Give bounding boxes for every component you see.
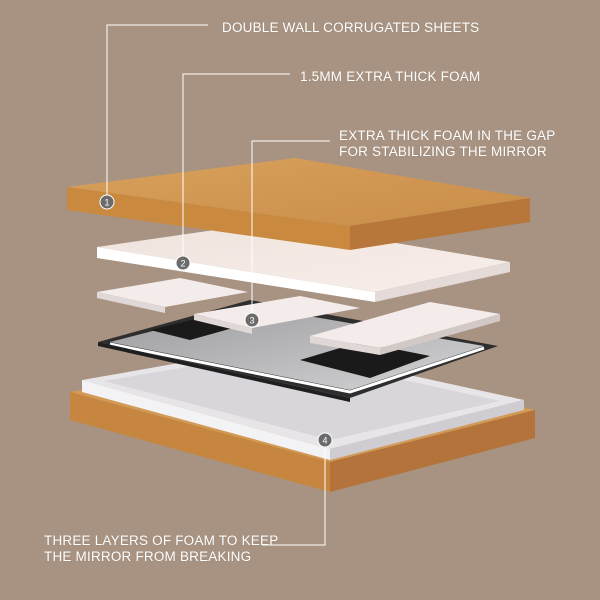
- leader-line-4: [262, 440, 326, 546]
- callout-label-3-line-1: EXTRA THICK FOAM IN THE GAP: [339, 128, 556, 143]
- top-cardboard-sheet: [67, 158, 530, 250]
- callout-label-2-line-1: 1.5MM EXTRA THICK FOAM: [300, 69, 481, 84]
- gap-foam-pieces: [97, 278, 500, 355]
- thick-foam-sheet: [97, 222, 510, 302]
- leader-line-2: [182, 73, 290, 263]
- foam-tray-layer: [82, 346, 524, 460]
- callout-number-1: 1: [104, 198, 109, 208]
- callout-badge-3: 3: [244, 312, 260, 328]
- callout-number-3: 3: [249, 316, 254, 326]
- callout-label-1: DOUBLE WALL CORRUGATED SHEETS: [222, 20, 479, 36]
- callout-label-1-line-1: DOUBLE WALL CORRUGATED SHEETS: [222, 20, 480, 35]
- leader-lines: [106, 24, 330, 546]
- callout-number-4: 4: [322, 436, 327, 446]
- callout-badge-2: 2: [175, 255, 191, 271]
- callout-badge-1: 1: [99, 194, 115, 210]
- callout-label-2: 1.5MM EXTRA THICK FOAM: [300, 69, 480, 85]
- callout-badge-4: 4: [317, 432, 333, 448]
- callout-number-2: 2: [180, 259, 185, 269]
- leader-line-1: [106, 24, 208, 202]
- leader-line-3: [251, 140, 330, 320]
- callout-label-3-line-2: FOR STABILIZING THE MIRROR: [339, 144, 547, 159]
- callout-label-3: EXTRA THICK FOAM IN THE GAP FOR STABILIZ…: [339, 128, 555, 160]
- callout-label-4-line-1: THREE LAYERS OF FOAM TO KEEP: [44, 533, 279, 548]
- callout-label-4-line-2: THE MIRROR FROM BREAKING: [44, 549, 252, 564]
- callout-label-4: THREE LAYERS OF FOAM TO KEEP THE MIRROR …: [44, 533, 278, 565]
